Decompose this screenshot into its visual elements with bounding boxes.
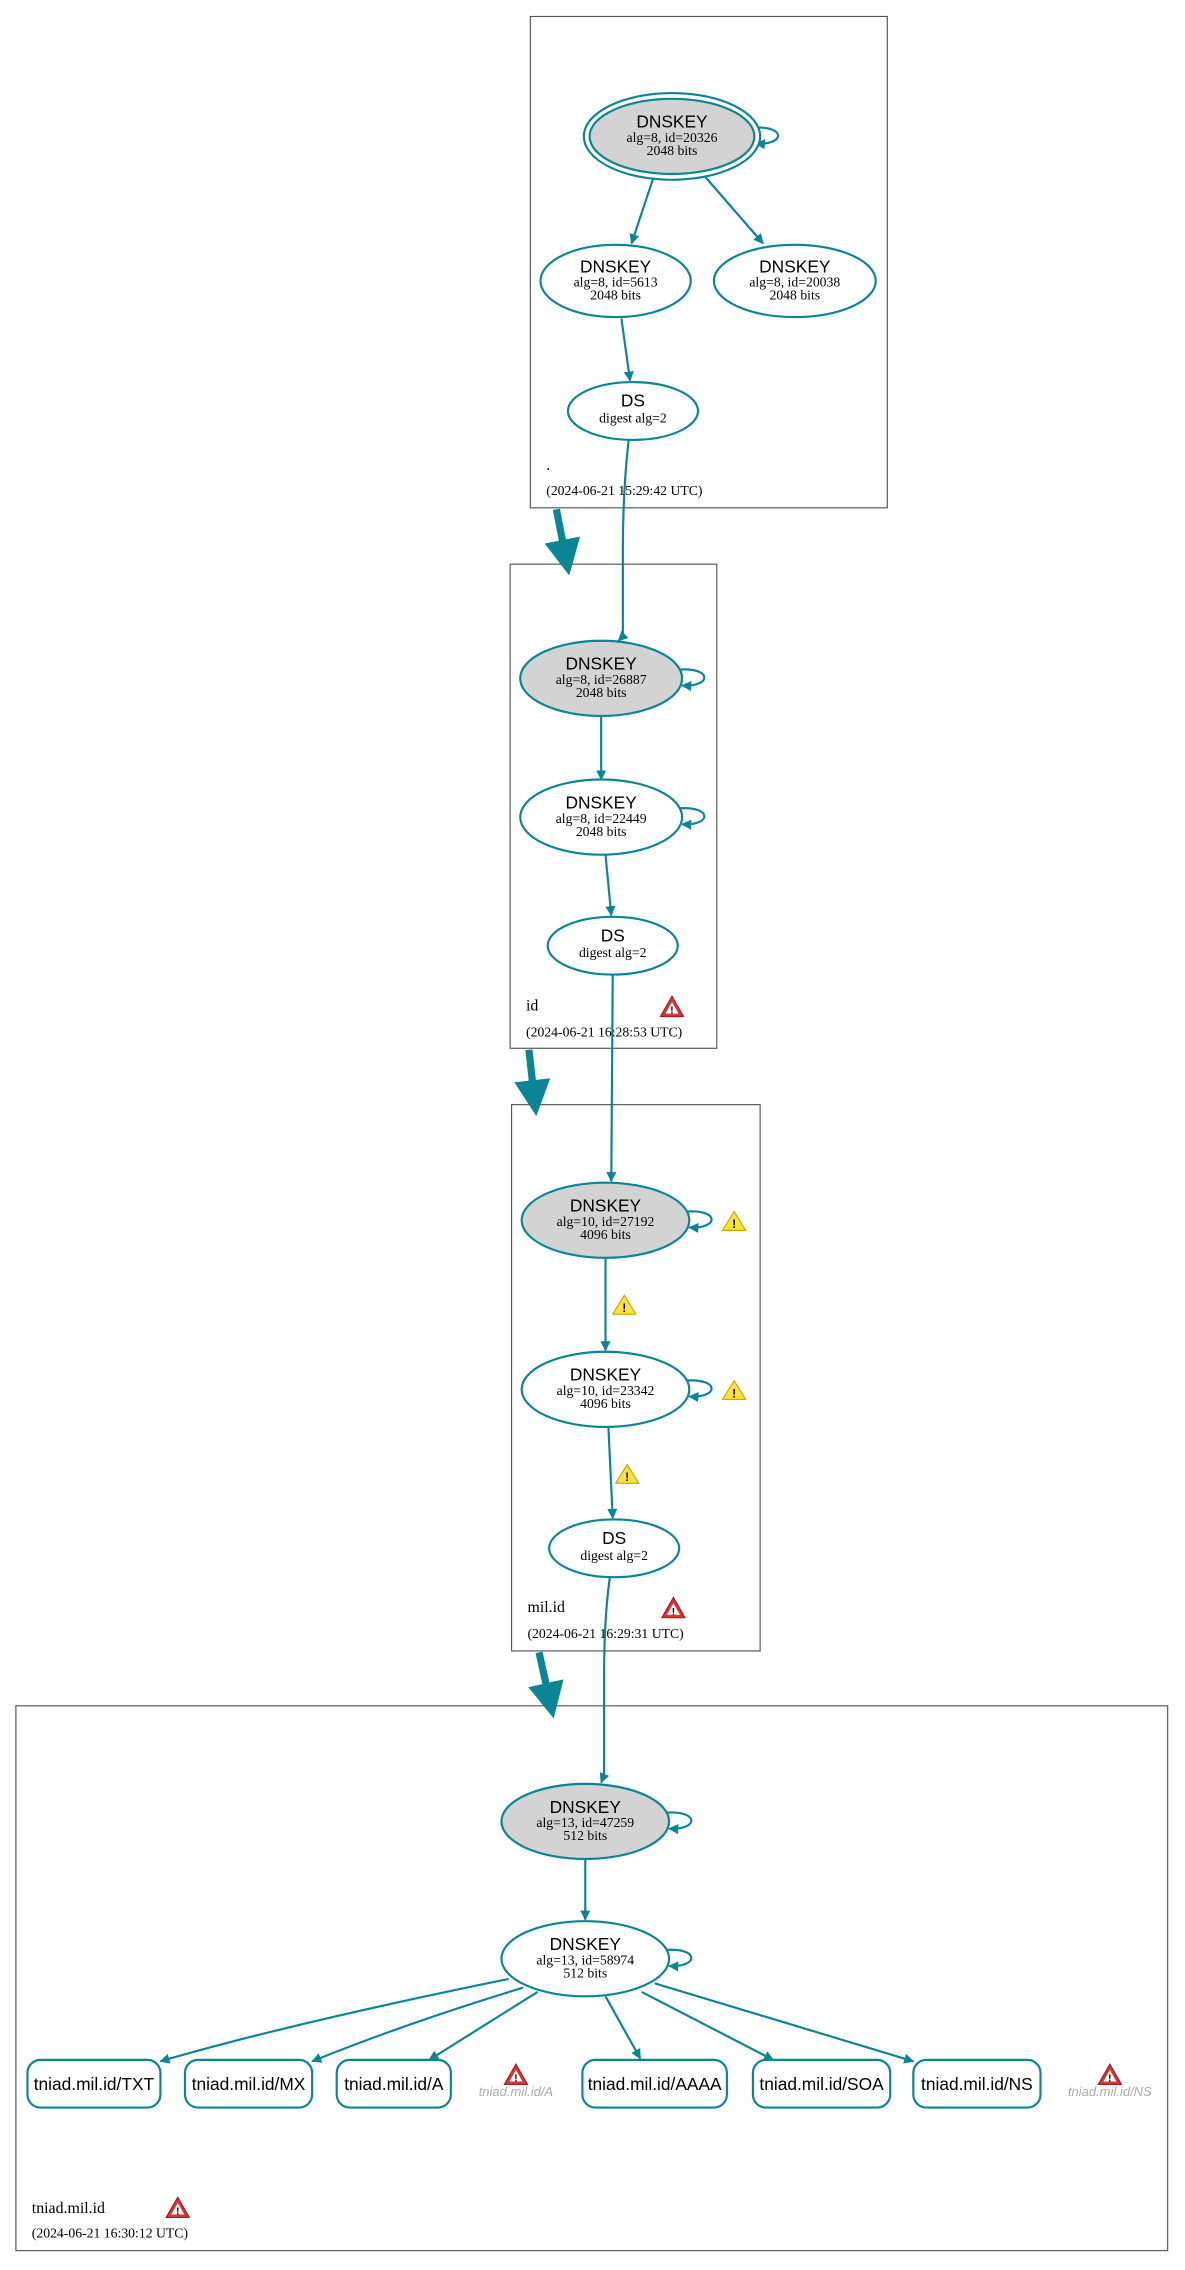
node-bits: 512 bits <box>563 1828 607 1843</box>
edge-arrow <box>311 1986 524 2063</box>
node-info: alg=10, id=23342 <box>557 1383 655 1398</box>
record-label: tniad.mil.id/AAAA <box>588 2074 722 2094</box>
node-bits: 2048 bits <box>576 685 627 700</box>
record-label: tniad.mil.id/NS <box>921 2074 1033 2094</box>
node-type: DNSKEY <box>570 1365 642 1385</box>
node-milid-ksk[interactable]: DNSKEY alg=10, id=27192 4096 bits <box>520 1181 691 1259</box>
edge-arrow <box>641 1990 775 2061</box>
edge-arrow <box>599 1577 611 1784</box>
record-node[interactable]: tniad.mil.id/SOA <box>751 2058 892 2109</box>
record-label: tniad.mil.id/TXT <box>34 2074 155 2094</box>
node-root-zsk-5613[interactable]: DNSKEY alg=8, id=5613 2048 bits <box>539 243 692 319</box>
node-type: DS <box>602 1528 626 1548</box>
node-type: DNSKEY <box>566 654 638 674</box>
record-node[interactable]: tniad.mil.id/MX <box>183 2058 314 2109</box>
edge-arrow <box>544 508 581 576</box>
node-id-ksk[interactable]: DNSKEY alg=8, id=26887 2048 bits <box>519 639 684 717</box>
zone-timestamp: (2024-06-21 15:29:42 UTC) <box>546 483 702 499</box>
edge-arrow <box>629 177 655 245</box>
node-milid-zsk[interactable]: DNSKEY alg=10, id=23342 4096 bits <box>520 1350 691 1428</box>
node-bits: 4096 bits <box>580 1396 631 1411</box>
node-info: digest alg=2 <box>599 411 667 426</box>
error-record-label: tniad.mil.id/NS <box>1068 2084 1152 2099</box>
node-id-zsk[interactable]: DNSKEY alg=8, id=22449 2048 bits <box>519 778 684 856</box>
node-type: DNSKEY <box>636 112 708 132</box>
node-root-ds[interactable]: DS digest alg=2 <box>566 381 700 441</box>
edge-arrow <box>617 439 630 642</box>
record-node[interactable]: tniad.mil.id/AAAA <box>581 2058 728 2109</box>
node-root-zsk-20038[interactable]: DNSKEY alg=8, id=20038 2048 bits <box>712 243 877 319</box>
node-bits: 4096 bits <box>580 1227 631 1242</box>
record-label: tniad.mil.id/MX <box>192 2074 306 2094</box>
edge-arrow <box>607 1426 618 1519</box>
edge-arrow <box>620 318 634 382</box>
node-root-ksk[interactable]: DNSKEY alg=8, id=20326 2048 bits <box>582 91 762 181</box>
node-type: DNSKEY <box>570 1196 642 1216</box>
node-bits: 2048 bits <box>576 824 627 839</box>
error-record-ns[interactable]: tniad.mil.id/NS <box>1068 2063 1152 2099</box>
node-info: alg=8, id=20038 <box>749 275 840 290</box>
zone-timestamp: (2024-06-21 16:28:53 UTC) <box>526 1025 682 1041</box>
record-node[interactable]: tniad.mil.id/TXT <box>26 2058 162 2109</box>
edge-arrow <box>664 1811 693 1835</box>
node-info: alg=8, id=22449 <box>556 811 647 826</box>
error-record-a[interactable]: tniad.mil.id/A <box>479 2063 553 2099</box>
node-info: digest alg=2 <box>579 945 647 960</box>
node-milid-ds[interactable]: DS digest alg=2 <box>548 1518 681 1579</box>
edge-arrow <box>514 1049 551 1117</box>
node-tniad-ksk[interactable]: DNSKEY alg=13, id=47259 512 bits <box>500 1782 671 1861</box>
edge-arrow <box>606 974 617 1183</box>
edges <box>159 126 915 2064</box>
node-bits: 512 bits <box>563 1966 607 1981</box>
node-info: digest alg=2 <box>580 1548 648 1563</box>
node-info: alg=13, id=58974 <box>536 1953 634 1968</box>
zone-label: mil.id <box>527 1599 565 1616</box>
node-type: DS <box>601 925 625 945</box>
node-id-ds[interactable]: DS digest alg=2 <box>546 915 679 976</box>
edge-arrow <box>677 807 706 830</box>
node-bits: 2048 bits <box>590 288 641 303</box>
edge-arrow <box>654 1982 915 2064</box>
edge-arrow <box>604 1995 642 2060</box>
node-type: DNSKEY <box>759 256 831 276</box>
edge-arrow <box>751 126 780 150</box>
node-info: alg=8, id=26887 <box>556 672 647 687</box>
node-type: DNSKEY <box>580 256 652 276</box>
zone-label: . <box>546 457 550 474</box>
edge-arrow <box>677 668 706 692</box>
edge-arrow <box>684 1210 713 1233</box>
node-info: alg=13, id=47259 <box>536 1815 634 1830</box>
edge-arrow <box>704 176 764 245</box>
edge-arrow <box>664 1948 693 1972</box>
edge-arrow <box>684 1379 713 1403</box>
node-bits: 2048 bits <box>769 288 820 303</box>
node-tniad-zsk[interactable]: DNSKEY alg=13, id=58974 512 bits <box>500 1920 671 1998</box>
zone-timestamp: (2024-06-21 16:29:31 UTC) <box>527 1626 683 1642</box>
error-record-label: tniad.mil.id/A <box>479 2084 553 2099</box>
zone-label: id <box>526 998 538 1015</box>
record-node[interactable]: tniad.mil.id/NS <box>912 2058 1042 2109</box>
record-node[interactable]: tniad.mil.id/A <box>335 2058 452 2109</box>
zone-label: tniad.mil.id <box>32 2200 105 2217</box>
node-type: DNSKEY <box>550 1934 622 1954</box>
node-info: alg=8, id=20326 <box>627 130 718 145</box>
node-info: alg=10, id=27192 <box>557 1214 655 1229</box>
node-type: DNSKEY <box>566 792 638 812</box>
node-info: alg=8, id=5613 <box>574 275 658 290</box>
edge-arrow <box>528 1651 564 1719</box>
record-label: tniad.mil.id/SOA <box>759 2074 884 2094</box>
zone-timestamp: (2024-06-21 16:30:12 UTC) <box>32 2226 188 2242</box>
node-type: DNSKEY <box>550 1797 622 1817</box>
record-label: tniad.mil.id/A <box>344 2074 444 2094</box>
node-bits: 2048 bits <box>647 143 698 158</box>
edge-arrow <box>428 1991 539 2061</box>
edge-arrow <box>159 1977 509 2064</box>
edge-arrow <box>604 854 616 917</box>
node-type: DS <box>621 391 645 411</box>
